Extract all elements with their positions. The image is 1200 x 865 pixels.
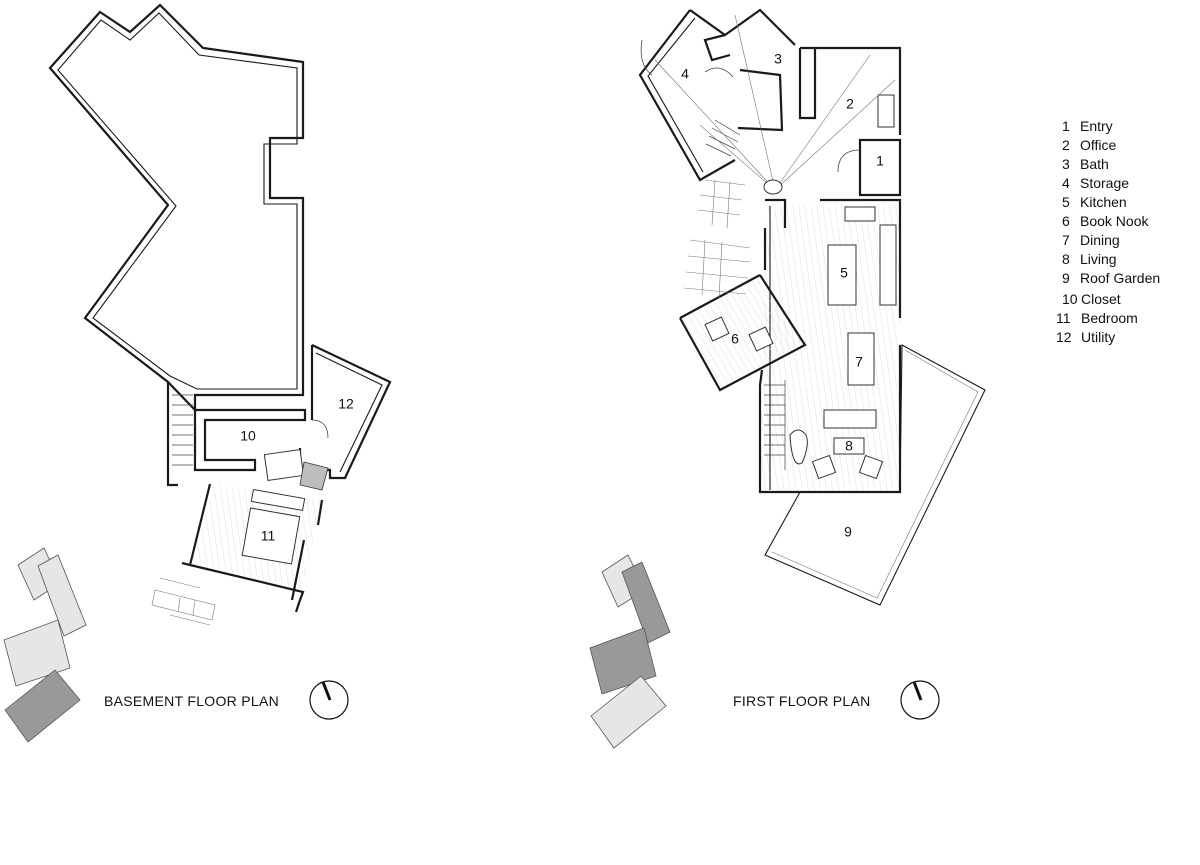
legend-num-6: 6 [1062, 213, 1070, 229]
basement-bedroom-walls [181, 483, 324, 613]
first-floor-north-arrow-icon [900, 680, 940, 720]
legend-name-6: Book Nook [1080, 213, 1149, 229]
legend-num-7: 7 [1062, 232, 1070, 248]
room-label-2: 2 [846, 96, 854, 112]
basement-bath [263, 449, 305, 481]
legend-num-5: 5 [1062, 194, 1070, 210]
room-label-8: 8 [845, 438, 853, 454]
basement-plan [48, 3, 392, 626]
room-label-6: 6 [731, 331, 739, 347]
kitchen-counter [844, 206, 876, 222]
legend-name-12: Utility [1081, 329, 1115, 345]
legend-name-8: Living [1080, 251, 1117, 267]
view-lines [654, 14, 896, 191]
legend-num-11: 11 [1056, 310, 1071, 326]
legend-num-8: 8 [1062, 251, 1070, 267]
book-nook-walls [679, 274, 807, 392]
basement-plan-title: BASEMENT FLOOR PLAN [104, 693, 279, 709]
living-sofa [823, 409, 877, 429]
legend-name-2: Office [1080, 137, 1117, 153]
legend-num-2: 2 [1062, 137, 1070, 153]
first-floor-plan [638, 8, 986, 606]
basement-closet-walls [193, 408, 307, 472]
room-label-5: 5 [840, 265, 848, 281]
storage-bath-wing [638, 8, 796, 182]
legend-name-10: Closet [1081, 291, 1121, 307]
room-label-10: 10 [240, 428, 256, 444]
room-label-12: 12 [338, 396, 354, 412]
legend-name-4: Storage [1080, 175, 1129, 191]
legend-num-1: 1 [1062, 118, 1070, 134]
legend-num-9: 9 [1062, 270, 1070, 286]
legend-name-9: Roof Garden [1080, 270, 1160, 286]
legend-num-3: 3 [1062, 156, 1070, 172]
kitchen-island [827, 244, 857, 306]
legend-num-4: 4 [1062, 175, 1070, 191]
dining-table [847, 332, 875, 386]
room-label-1: 1 [876, 153, 884, 169]
room-legend: 1 Entry 2 Office 3 Bath 4 Storage 5 Kitc… [1056, 118, 1160, 345]
legend-name-11: Bedroom [1081, 310, 1138, 326]
room-label-3: 3 [774, 51, 782, 67]
first-floor-plan-title: FIRST FLOOR PLAN [733, 693, 871, 709]
roof-garden [764, 344, 986, 606]
legend-name-1: Entry [1080, 118, 1113, 134]
legend-num-12: 12 [1056, 329, 1072, 345]
first-floor-key-plan-icon [589, 554, 671, 749]
office-desk [877, 94, 895, 128]
legend-name-3: Bath [1080, 156, 1109, 172]
office-walls [798, 46, 902, 135]
first-floor-pavers [683, 179, 751, 299]
basement-upper-outline [48, 3, 305, 413]
room-label-7: 7 [855, 354, 863, 370]
living-coffee-table [833, 437, 865, 455]
basement-key-plan-icon [3, 547, 87, 743]
basement-pavers [151, 577, 216, 626]
legend-name-7: Dining [1080, 232, 1120, 248]
entry-walls [858, 138, 902, 197]
legend-name-5: Kitchen [1080, 194, 1127, 210]
room-label-4: 4 [681, 66, 689, 82]
room-label-11: 11 [261, 528, 276, 544]
room-label-9: 9 [844, 524, 852, 540]
basement-north-arrow-icon [309, 680, 349, 720]
first-floor-stair [764, 380, 786, 470]
basement-bed [241, 507, 301, 565]
basement-stair [166, 382, 178, 487]
legend-num-10: 10 [1062, 291, 1078, 307]
